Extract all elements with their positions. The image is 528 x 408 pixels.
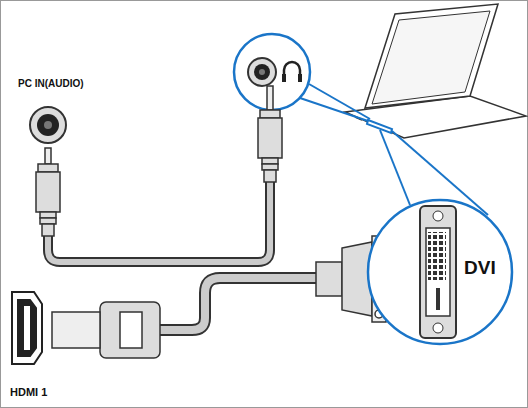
laptop [345,4,526,138]
port-label: DVI [464,258,496,279]
audio-plug-right [258,86,282,182]
port-label: PC IN(AUDIO) [18,78,84,89]
hdmi-dvi-cable [160,278,320,330]
pc-audio-socket [30,107,66,143]
audio-plug-left [36,148,60,236]
port-label: HDMI 1 [10,386,47,398]
dvi-port-zoom [368,200,512,344]
headphone-symbol [284,62,300,78]
hdmi-plug [52,302,160,358]
audio-cable [48,180,270,262]
magnify-leaders [300,84,488,215]
hdmi-socket [12,292,42,364]
headphone-socket-zoom [234,34,310,110]
